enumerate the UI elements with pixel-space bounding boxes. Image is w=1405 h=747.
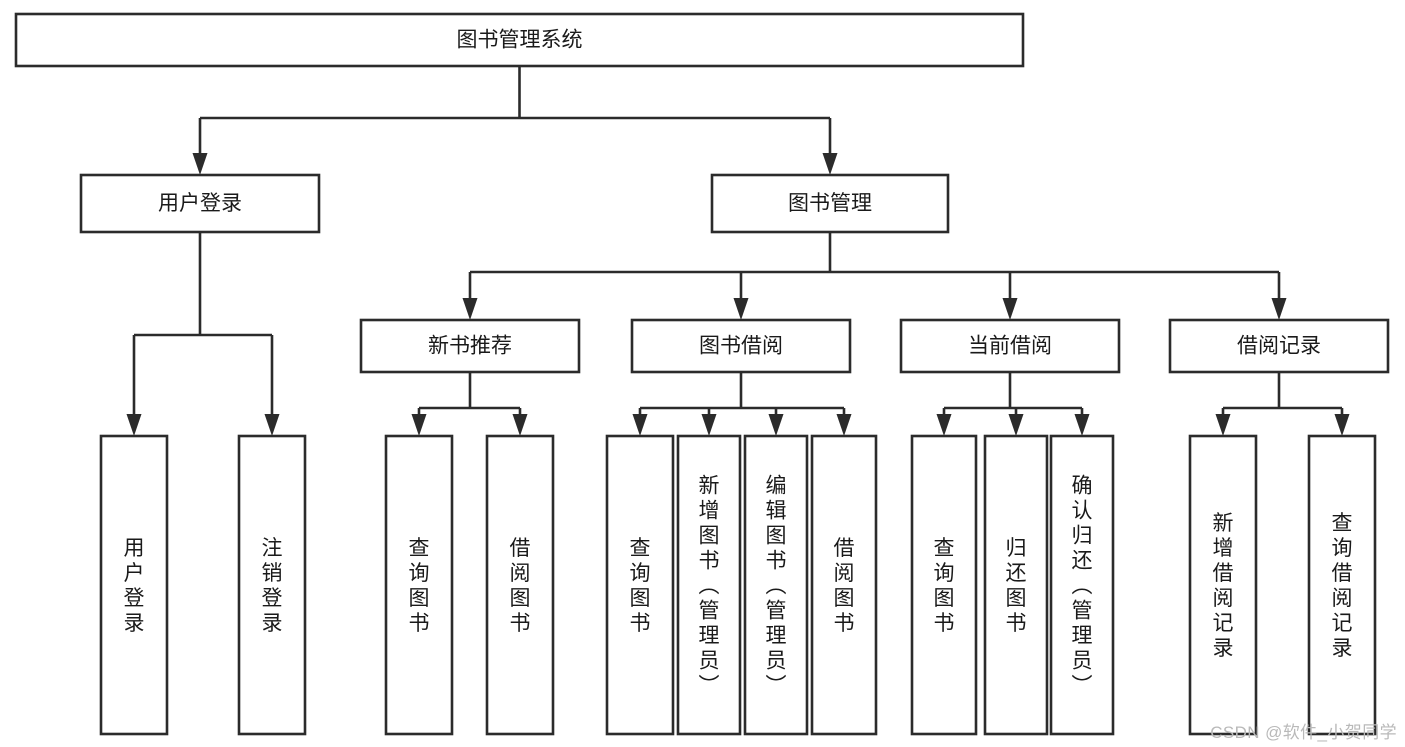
node-label: 新增图书︵管理员︶ [699,475,720,698]
tree-node-root[interactable]: 图书管理系统 [14,12,1025,68]
node-box [910,434,978,736]
arrow-head-icon [1215,414,1231,436]
arrow-head-icon [1008,414,1024,436]
node-label: 图书借阅 [699,335,783,358]
node-label: 查询图书 [934,537,955,635]
node-label: 编辑图书︵管理员︶ [766,475,787,698]
tree-node-leaf-add-book[interactable]: 新增图书︵管理员︶ [676,434,742,736]
arrow-head-icon [936,414,952,436]
tree-node-leaf-add-record[interactable]: 新增借阅记录 [1188,434,1258,736]
arrow-head-icon [1271,298,1287,320]
node-label: 用户登录 [158,192,242,215]
node-label: 查询图书 [409,537,430,635]
node-box [983,434,1049,736]
node-label: 查询借阅记录 [1332,512,1353,660]
tree-node-book-borrow[interactable]: 图书借阅 [630,318,852,374]
node-box [1049,434,1115,736]
node-label: 新增借阅记录 [1213,512,1234,660]
node-box [899,318,1121,374]
node-box [384,434,454,736]
node-box [1307,434,1377,736]
arrow-head-icon [1074,414,1090,436]
node-label: 借阅记录 [1237,335,1321,358]
tree-node-leaf-return-book[interactable]: 归还图书 [983,434,1049,736]
node-box [710,173,950,234]
node-box [1168,318,1390,374]
arrow-head-icon [462,298,478,320]
tree-node-leaf-query-book-borrow[interactable]: 查询图书 [605,434,675,736]
watermark-label: CSDN @软件_小贺同学 [1210,723,1397,742]
node-box [237,434,307,736]
arrow-head-icon [1002,298,1018,320]
tree-node-leaf-user-logout[interactable]: 注销登录 [237,434,307,736]
node-box [359,318,581,374]
tree-node-borrow-record[interactable]: 借阅记录 [1168,318,1390,374]
tree-node-leaf-query-record[interactable]: 查询借阅记录 [1307,434,1377,736]
node-box [14,12,1025,68]
tree-node-current-borrow[interactable]: 当前借阅 [899,318,1121,374]
node-label: 图书管理系统 [457,29,583,52]
node-label: 确认归还︵管理员︶ [1072,475,1093,698]
tree-node-user-login[interactable]: 用户登录 [79,173,321,234]
connector-layer [126,66,1350,436]
node-label: 归还图书 [1006,537,1027,635]
node-box [630,318,852,374]
node-label: 查询图书 [630,537,651,635]
arrow-head-icon [701,414,717,436]
arrow-head-icon [822,153,838,175]
tree-node-leaf-borrow-book[interactable]: 借阅图书 [810,434,878,736]
node-label: 注销登录 [262,537,283,635]
tree-node-leaf-query-book-rec[interactable]: 查询图书 [384,434,454,736]
tree-node-book-manage[interactable]: 图书管理 [710,173,950,234]
node-box [485,434,555,736]
tree-node-leaf-query-book-cur[interactable]: 查询图书 [910,434,978,736]
arrow-head-icon [512,414,528,436]
node-box [605,434,675,736]
tree-node-leaf-borrow-book-rec[interactable]: 借阅图书 [485,434,555,736]
arrow-head-icon [733,298,749,320]
tree-node-leaf-user-login[interactable]: 用户登录 [99,434,169,736]
arrow-head-icon [1334,414,1350,436]
arrow-head-icon [192,153,208,175]
arrow-head-icon [411,414,427,436]
tree-node-leaf-edit-book[interactable]: 编辑图书︵管理员︶ [743,434,809,736]
arrow-head-icon [126,414,142,436]
node-box [743,434,809,736]
tree-node-new-book-rec[interactable]: 新书推荐 [359,318,581,374]
arrow-head-icon [768,414,784,436]
tree-node-leaf-confirm-return[interactable]: 确认归还︵管理员︶ [1049,434,1115,736]
node-label: 图书管理 [788,192,872,215]
node-box [810,434,878,736]
node-label: 新书推荐 [428,335,512,358]
arrow-head-icon [264,414,280,436]
node-label: 借阅图书 [510,537,531,635]
node-box [676,434,742,736]
node-box [99,434,169,736]
node-box [1188,434,1258,736]
node-layer: 图书管理系统用户登录图书管理新书推荐图书借阅当前借阅借阅记录用户登录注销登录查询… [14,12,1390,736]
arrow-head-icon [836,414,852,436]
node-box [79,173,321,234]
arrow-head-icon [632,414,648,436]
node-label: 借阅图书 [834,537,855,635]
node-label: 用户登录 [124,537,145,635]
node-label: 当前借阅 [968,335,1052,358]
